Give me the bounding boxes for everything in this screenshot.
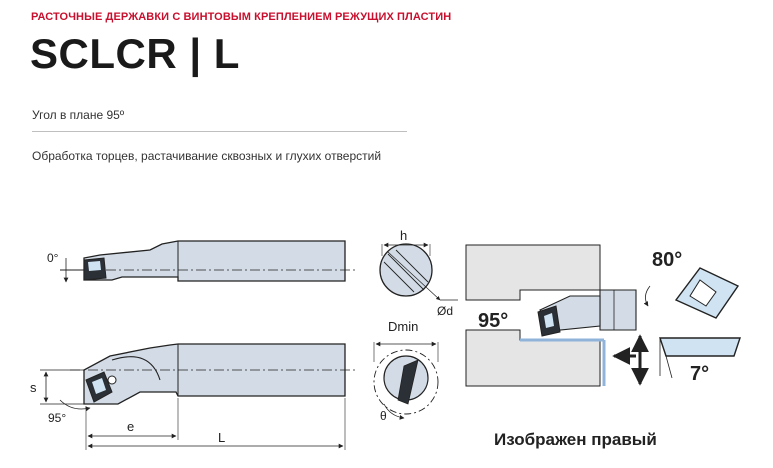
approach-angle-label: 95° [48, 411, 66, 425]
rotation-angle-label: 0° [47, 251, 59, 265]
min-bore-view: Dmin θ [373, 319, 439, 423]
holder-side-view: 0° [47, 240, 355, 283]
drawing-caption: Изображен правый [494, 430, 657, 449]
insert-clearance-angle: 7° [690, 363, 709, 385]
approach-angle-note: Угол в плане 95º [32, 108, 125, 122]
theta-label: θ [380, 409, 387, 423]
category-title: РАСТОЧНЫЕ ДЕРЖАВКИ С ВИНТОВЫМ КРЕПЛЕНИЕМ… [31, 11, 452, 23]
shank-cross-section: h Ød [379, 228, 458, 318]
s-dimension-label: s [30, 380, 37, 395]
insert-detail: 80° 7° [643, 249, 741, 385]
application-description: Обработка торцев, растачивание сквозных … [32, 149, 382, 163]
insert-corner-angle: 80° [652, 249, 682, 271]
operation-view: 95° [465, 244, 649, 387]
h-dimension-label: h [400, 228, 407, 243]
operation-angle-label: 95° [478, 310, 508, 332]
dmin-label: Dmin [388, 319, 418, 334]
divider [32, 131, 407, 132]
holder-top-view: s 95° e L [30, 343, 355, 450]
e-dimension-label: e [127, 419, 134, 434]
diameter-label: Ød [437, 304, 453, 318]
l-dimension-label: L [218, 430, 225, 445]
product-code: SCLCR | L [30, 30, 240, 77]
